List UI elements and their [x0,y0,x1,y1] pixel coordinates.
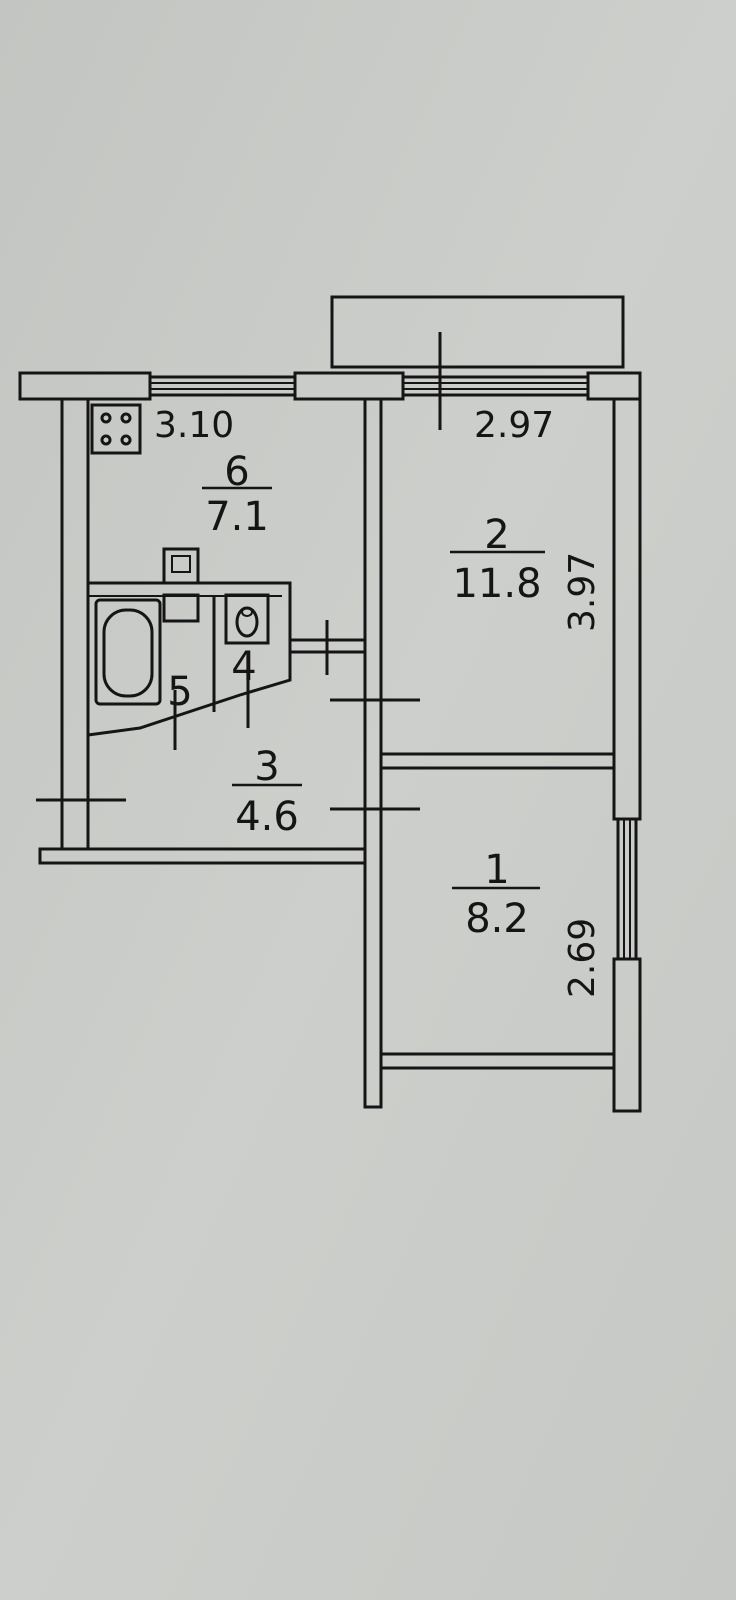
room-3-number: 3 [254,744,279,790]
window-kitchen [148,375,297,397]
bottom-wall-room1 [379,1052,616,1070]
dimension-ticks [36,332,442,811]
room2-width-label: 2.97 [474,405,554,446]
room-2-number: 2 [484,512,509,558]
room1-length-label: 2.69 [562,918,603,998]
room-5-number: 5 [167,669,192,715]
stove-icon [90,403,142,455]
bathtub-icon [94,598,162,706]
sink-icon [162,547,200,623]
partition-room2-room1 [379,752,616,770]
window-room1 [616,817,638,961]
room-1-area: 8.2 [465,896,529,942]
room2-length-label: 3.97 [562,552,603,632]
window-room2 [401,375,590,397]
room-6-area: 7.1 [205,494,269,540]
room-6-number: 6 [224,449,249,495]
balcony [330,295,625,369]
toilet-icon [224,593,270,645]
room-1-number: 1 [484,847,509,893]
room-3-area: 4.6 [235,794,299,840]
room-4-number: 4 [231,644,256,690]
room-2-area: 11.8 [452,561,541,607]
kitchen-height-label: 3.10 [154,405,234,446]
bathroom-enclosure [87,581,292,737]
